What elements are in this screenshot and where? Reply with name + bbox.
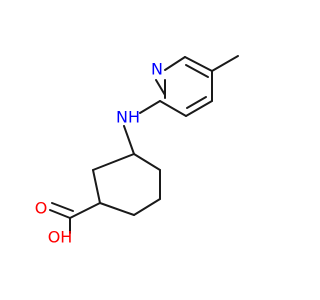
bond-c6-c5 <box>184 56 213 72</box>
bond-ch1-ch2 <box>133 153 161 171</box>
cyclohexane-ring <box>92 153 161 216</box>
bond-c3-c2 <box>159 100 187 117</box>
bond-ch3-ch4 <box>133 198 161 216</box>
bond-ch4-ch5 <box>99 202 135 216</box>
bond-ch5-ch6 <box>92 169 101 204</box>
bond-c4-c3-double <box>186 96 207 109</box>
bond-carbonyl-2 <box>51 202 74 212</box>
molecule-structure: N NH O OH <box>35 55 239 247</box>
bond-methyl <box>211 55 239 72</box>
bond-c2-nh <box>139 100 161 114</box>
bond-ring-carboxyl <box>69 202 101 219</box>
hydroxyl-label: OH <box>48 228 73 247</box>
ring-nitrogen-label: N <box>151 60 163 79</box>
bond-n1-c6 <box>164 56 186 71</box>
pyridine-ring <box>155 55 239 117</box>
amine-label: NH <box>116 108 140 127</box>
bond-n1-c2 <box>155 79 166 96</box>
bond-c6-c5-double <box>185 64 209 78</box>
bond-ch6-ch1 <box>92 153 135 171</box>
amine-linkage <box>123 100 161 155</box>
carbonyl-oxygen-label: O <box>35 199 48 218</box>
structure-canvas: N NH O OH <box>34 55 239 247</box>
carboxylic-acid <box>49 202 101 234</box>
bond-nh-cyclohexyl <box>123 125 135 155</box>
bond-carbonyl-1 <box>49 209 71 219</box>
bond-c4-c3 <box>185 100 213 117</box>
